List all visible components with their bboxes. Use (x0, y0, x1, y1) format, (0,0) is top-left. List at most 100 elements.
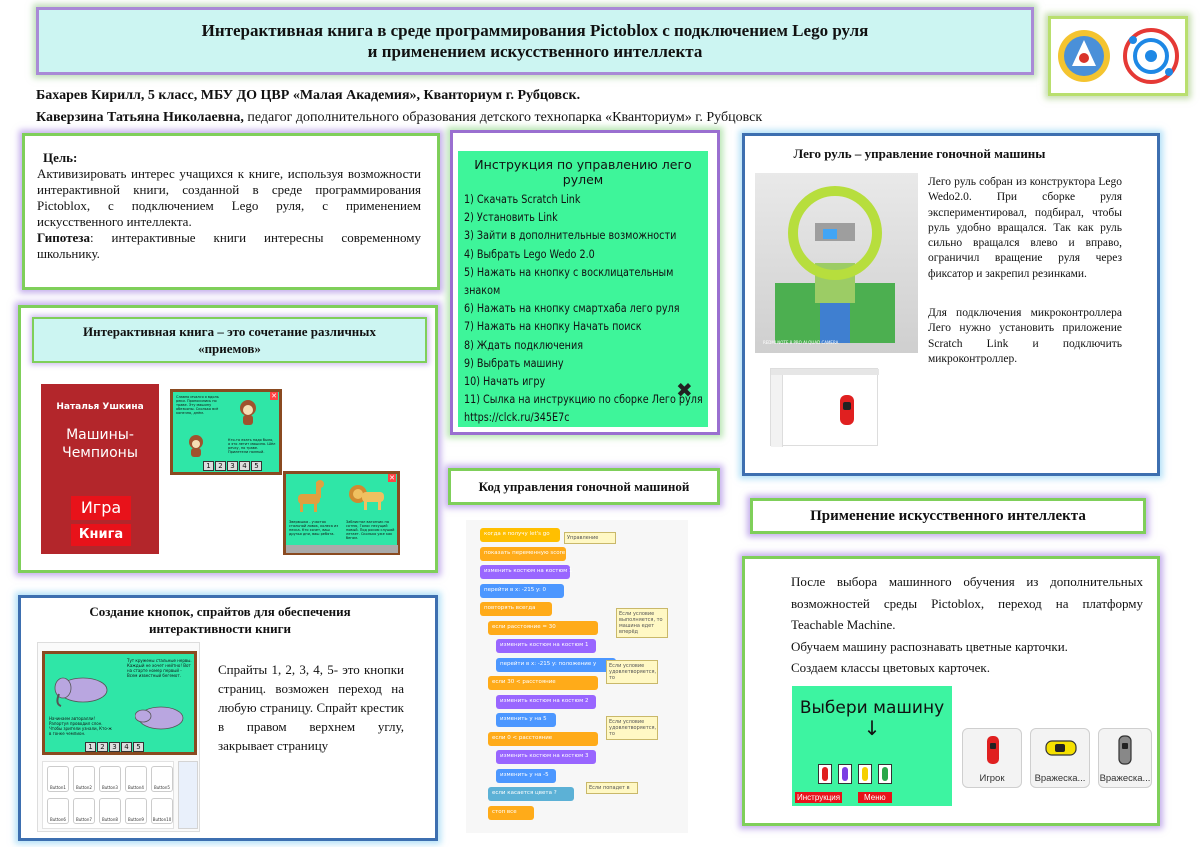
arrow-down-icon: ↓ (863, 716, 881, 740)
lego-title: Лего руль – управление гоночной машины (793, 146, 1046, 161)
page-button-5[interactable]: 5 (251, 461, 262, 471)
sprite-tile-enemy-2[interactable]: Вражеска... (1098, 728, 1152, 788)
sprite-thumbnail[interactable]: Button8 (99, 798, 121, 824)
code-block: показать переменную score (480, 546, 566, 561)
instruction-step: знаком (464, 284, 501, 298)
car-gray-icon (1118, 735, 1132, 765)
ai-title-box: Применение искусственного интеллекта (750, 498, 1146, 534)
instruction-step: 4) Выбрать Lego Wedo 2.0 (464, 247, 595, 261)
book-page-1-text-b: Кто-то ехать надо было, а это летит маши… (228, 438, 276, 454)
sprite-thumbnail[interactable]: Button7 (73, 798, 95, 824)
page-button-2[interactable]: 2 (215, 461, 226, 471)
logos (1048, 16, 1188, 96)
pictoblox-editor: Тут кружены стальные нервы. Каждый не хо… (37, 642, 200, 832)
book-page-2-text-a: Зверюшка - участок стальной ловок, колес… (289, 520, 339, 536)
badge-game: Игра (71, 496, 131, 520)
hippo-icon (135, 706, 184, 730)
sprite-enemy-1-label: Вражеска... (1034, 773, 1086, 784)
code-block: стоп все (488, 805, 534, 820)
car-options (818, 764, 892, 784)
instructions-button[interactable]: Инструкция (795, 792, 843, 803)
lego-wheel-photo: REDMI NOTE 8 PRO AI QUAD CAMERA (755, 173, 918, 353)
code-title: Код управления гоночной машиной (478, 479, 690, 494)
instruction-step: 8) Ждать подключения (464, 338, 584, 352)
sprite-thumbnail[interactable]: Button5 (151, 766, 173, 792)
instruction-step: 10) Начать игру (464, 375, 546, 389)
page-button-3[interactable]: 3 (227, 461, 238, 471)
elephant-icon (54, 677, 108, 707)
techniques-title: Интерактивная книга – это сочетание разл… (83, 324, 376, 356)
book-page-1-text-a: Славно мчался я вдоль реки. Проносились … (176, 395, 219, 415)
car-red-icon[interactable] (818, 764, 832, 784)
car-red-icon (987, 736, 999, 764)
sprites-title: Создание кнопок, спрайтов для обеспечени… (89, 604, 351, 636)
race-car-red-icon (840, 395, 854, 425)
page-button-1[interactable]: 1 (85, 742, 96, 752)
code-block: изменить y на 5 (496, 713, 556, 727)
title-banner: Интерактивная книга в среде программиров… (36, 7, 1034, 75)
close-icon[interactable]: ✕ (388, 474, 396, 482)
stage-selector[interactable] (178, 761, 198, 829)
code-comment: Если условие удовлетворяется, то (606, 716, 658, 740)
goal-text: Активизировать интерес учащихся к книге,… (37, 166, 421, 229)
book-cover: Наталья Ушкина Машины-Чемпионы Игра Книг… (41, 384, 159, 554)
instruction-step: 11) Сылка на инструкцию по сборке Лего р… (464, 393, 703, 407)
choose-car-screen: Выбери машину ↓ Инструкция Меню (792, 686, 952, 806)
car-yellow-icon (1045, 740, 1077, 756)
sprite-tile-enemy-1[interactable]: Вражеска... (1030, 728, 1090, 788)
goal-heading: Цель: (43, 150, 78, 165)
car-green-icon[interactable] (878, 764, 892, 784)
instruction-step: 6) Нажать на кнопку смартхаба лего руля (464, 302, 680, 316)
hypothesis-label: Гипотеза (37, 230, 90, 245)
hypothesis: Гипотеза: интерактивные книги интересны … (37, 230, 421, 262)
sprite-thumbnail[interactable]: Button4 (125, 766, 147, 792)
page-button-3[interactable]: 3 (109, 742, 120, 752)
pictoblox-screenshot (770, 368, 879, 447)
sprite-thumbnail[interactable]: Button2 (73, 766, 95, 792)
lion-icon (349, 485, 384, 510)
code-block: перейти в x: -215 y: 0 (480, 583, 564, 598)
code-comment: Если условие выполняется, то машина едет… (616, 608, 668, 638)
academy-logo-icon (1057, 30, 1110, 82)
page-button-1[interactable]: 1 (203, 461, 214, 471)
page-button-4[interactable]: 4 (239, 461, 250, 471)
sprite-thumbnail[interactable]: Button9 (125, 798, 147, 824)
sprite-thumbnail[interactable]: Button1 (47, 766, 69, 792)
photo-caption: REDMI NOTE 8 PRO AI QUAD CAMERA (763, 340, 839, 345)
code-block: изменить костюм на костюм 1 (496, 639, 596, 653)
instructions-panel: Инструкция по управлению лего рулем 1) С… (458, 151, 708, 427)
sprite-thumbnail[interactable]: Button3 (99, 766, 121, 792)
code-block: если касается цвета ? (488, 787, 574, 801)
code-comment: Если попадет в (586, 782, 638, 794)
book-author: Наталья Ушкина (56, 402, 144, 412)
techniques-title-box: Интерактивная книга – это сочетание разл… (32, 317, 427, 363)
page-button-5[interactable]: 5 (133, 742, 144, 752)
badge-book: Книга (71, 524, 131, 546)
car-purple-icon[interactable] (838, 764, 852, 784)
instructions-title: Инструкция по управлению лего рулем (474, 157, 692, 187)
close-icon[interactable]: ✕ (270, 392, 278, 400)
page-button-2[interactable]: 2 (97, 742, 108, 752)
car-yellow-icon[interactable] (858, 764, 872, 784)
student-name: Бахарев Кирилл, 5 класс, МБУ ДО ЦВР «Мал… (36, 88, 581, 103)
page-title-line-1: Интерактивная книга в среде программиров… (201, 21, 869, 40)
instruction-step[interactable]: https://clck.ru/345E7c (464, 411, 570, 425)
lego-wheel-illustration (775, 186, 895, 343)
sprite-thumbnail[interactable]: Button10 (151, 798, 173, 824)
lego-paragraph-1: Лего руль собран из конструктора Lego We… (928, 176, 1122, 280)
page-button-4[interactable]: 4 (121, 742, 132, 752)
code-block: если 30 < расстояние (488, 676, 598, 690)
menu-button[interactable]: Меню (858, 792, 892, 803)
sprite-thumbnail[interactable]: Button6 (47, 798, 69, 824)
sprite-tile-player[interactable]: Игрок (962, 728, 1022, 788)
ai-line-1: После выбора машинного обучения из допол… (791, 574, 1143, 632)
code-title-box: Код управления гоночной машиной (448, 468, 720, 505)
sprite-enemy-2-label: Вражеска... (1099, 773, 1151, 784)
lego-paragraph-2: Для подключения микроконтроллера Лего ну… (928, 307, 1122, 365)
code-comment: Если условие удовлетворяется, то (606, 660, 658, 684)
sprites-text: Спрайты 1, 2, 3, 4, 5- это кнопки страни… (218, 662, 404, 753)
teacher-name: Каверзина Татьяна Николаевна, (36, 110, 244, 125)
close-x-icon: ✖ (676, 378, 693, 402)
